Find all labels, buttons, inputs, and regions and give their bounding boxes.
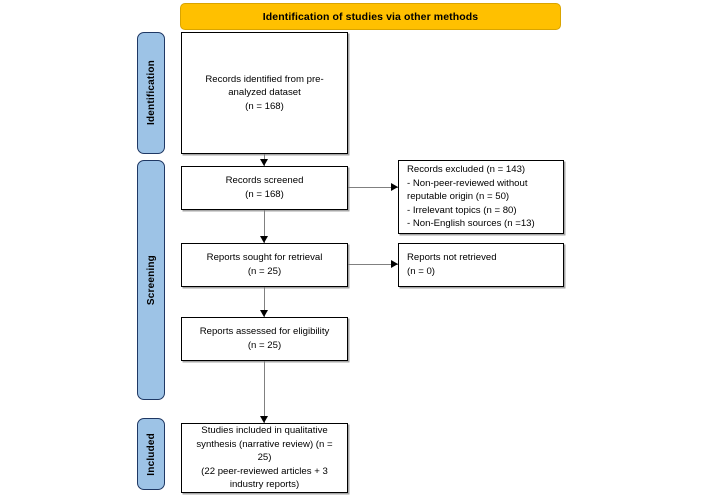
box-reports-assessed-for-eligibility: Reports assessed for eligibility(n = 25) (181, 317, 348, 361)
box-reports-sought-for-retrieval: Reports sought for retrieval(n = 25) (181, 243, 348, 287)
arrow-right-icon (391, 260, 398, 268)
box-records-excluded: Records excluded (n = 143)- Non-peer-rev… (398, 160, 564, 234)
arrow-down-icon (260, 310, 268, 317)
box-studies-included: Studies included in qualitative synthesi… (181, 423, 348, 493)
box-records-identified-text: Records identified from pre-analyzed dat… (205, 73, 324, 112)
box-records-screened-text: Records screened(n = 168) (225, 175, 304, 200)
connector-screened-to-excluded (348, 187, 398, 189)
identification-banner-label: Identification of studies via other meth… (262, 10, 479, 23)
stage-label-screening: Screening (145, 254, 157, 306)
stage-label-identification: Identification (145, 60, 157, 126)
stage-label-included: Included (145, 432, 157, 476)
connector-sought-to-not-retrieved (348, 264, 398, 266)
stage-bar-identification: Identification (137, 32, 165, 154)
connector-sought-to-assessed (264, 287, 266, 317)
connector-assessed-to-included (264, 361, 266, 423)
stage-bar-screening: Screening (137, 160, 165, 400)
box-reports-not-retrieved-text: Reports not retrieved(n = 0) (407, 252, 497, 277)
arrow-down-icon (260, 236, 268, 243)
box-records-screened: Records screened(n = 168) (181, 166, 348, 210)
box-reports-not-retrieved: Reports not retrieved(n = 0) (398, 243, 564, 287)
box-studies-included-text: Studies included in qualitative synthesi… (196, 424, 333, 491)
box-records-identified: Records identified from pre-analyzed dat… (181, 32, 348, 154)
box-reports-assessed-for-eligibility-text: Reports assessed for eligibility(n = 25) (199, 326, 330, 351)
arrow-right-icon (391, 183, 398, 191)
connector-screened-to-sought (264, 210, 266, 243)
box-reports-sought-for-retrieval-text: Reports sought for retrieval(n = 25) (206, 252, 323, 277)
stage-bar-included: Included (137, 418, 165, 490)
arrow-down-icon (260, 416, 268, 423)
box-records-excluded-text: Records excluded (n = 143)- Non-peer-rev… (407, 163, 535, 230)
arrow-down-icon (260, 159, 268, 166)
identification-banner: Identification of studies via other meth… (180, 3, 561, 30)
